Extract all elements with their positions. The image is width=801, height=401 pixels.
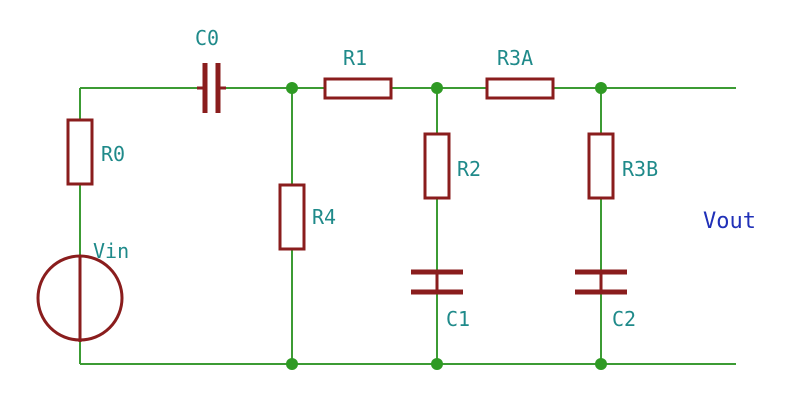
resistor-r3b [587,132,615,200]
junctions [286,82,607,370]
resistor-r2 [423,132,451,200]
resistor-r3a [485,77,555,100]
resistor-r1 [323,77,393,100]
label-r2: R2 [457,157,481,181]
voltage-source-vin [36,254,124,342]
junction-dot [595,358,607,370]
resistor-r4 [278,183,306,251]
labels: C0 R1 R3A R0 R2 R3B R4 Vin C1 C2 Vout [93,26,756,331]
junction-dot [431,82,443,94]
label-r3b: R3B [622,157,658,181]
capacitor-c0 [197,63,226,113]
label-r0: R0 [101,142,125,166]
label-c2: C2 [612,307,636,331]
capacitor-c2 [575,269,627,295]
capacitor-c1 [411,269,463,295]
label-vin: Vin [93,239,129,263]
junction-dot [431,358,443,370]
label-vout: Vout [703,209,756,234]
label-c0: C0 [195,26,219,50]
label-c1: C1 [446,307,470,331]
junction-dot [286,358,298,370]
junction-dot [595,82,607,94]
resistor-r0 [66,118,94,186]
label-r3a: R3A [497,46,533,70]
wires [79,87,736,365]
label-r1: R1 [343,46,367,70]
junction-dot [286,82,298,94]
label-r4: R4 [312,205,336,229]
